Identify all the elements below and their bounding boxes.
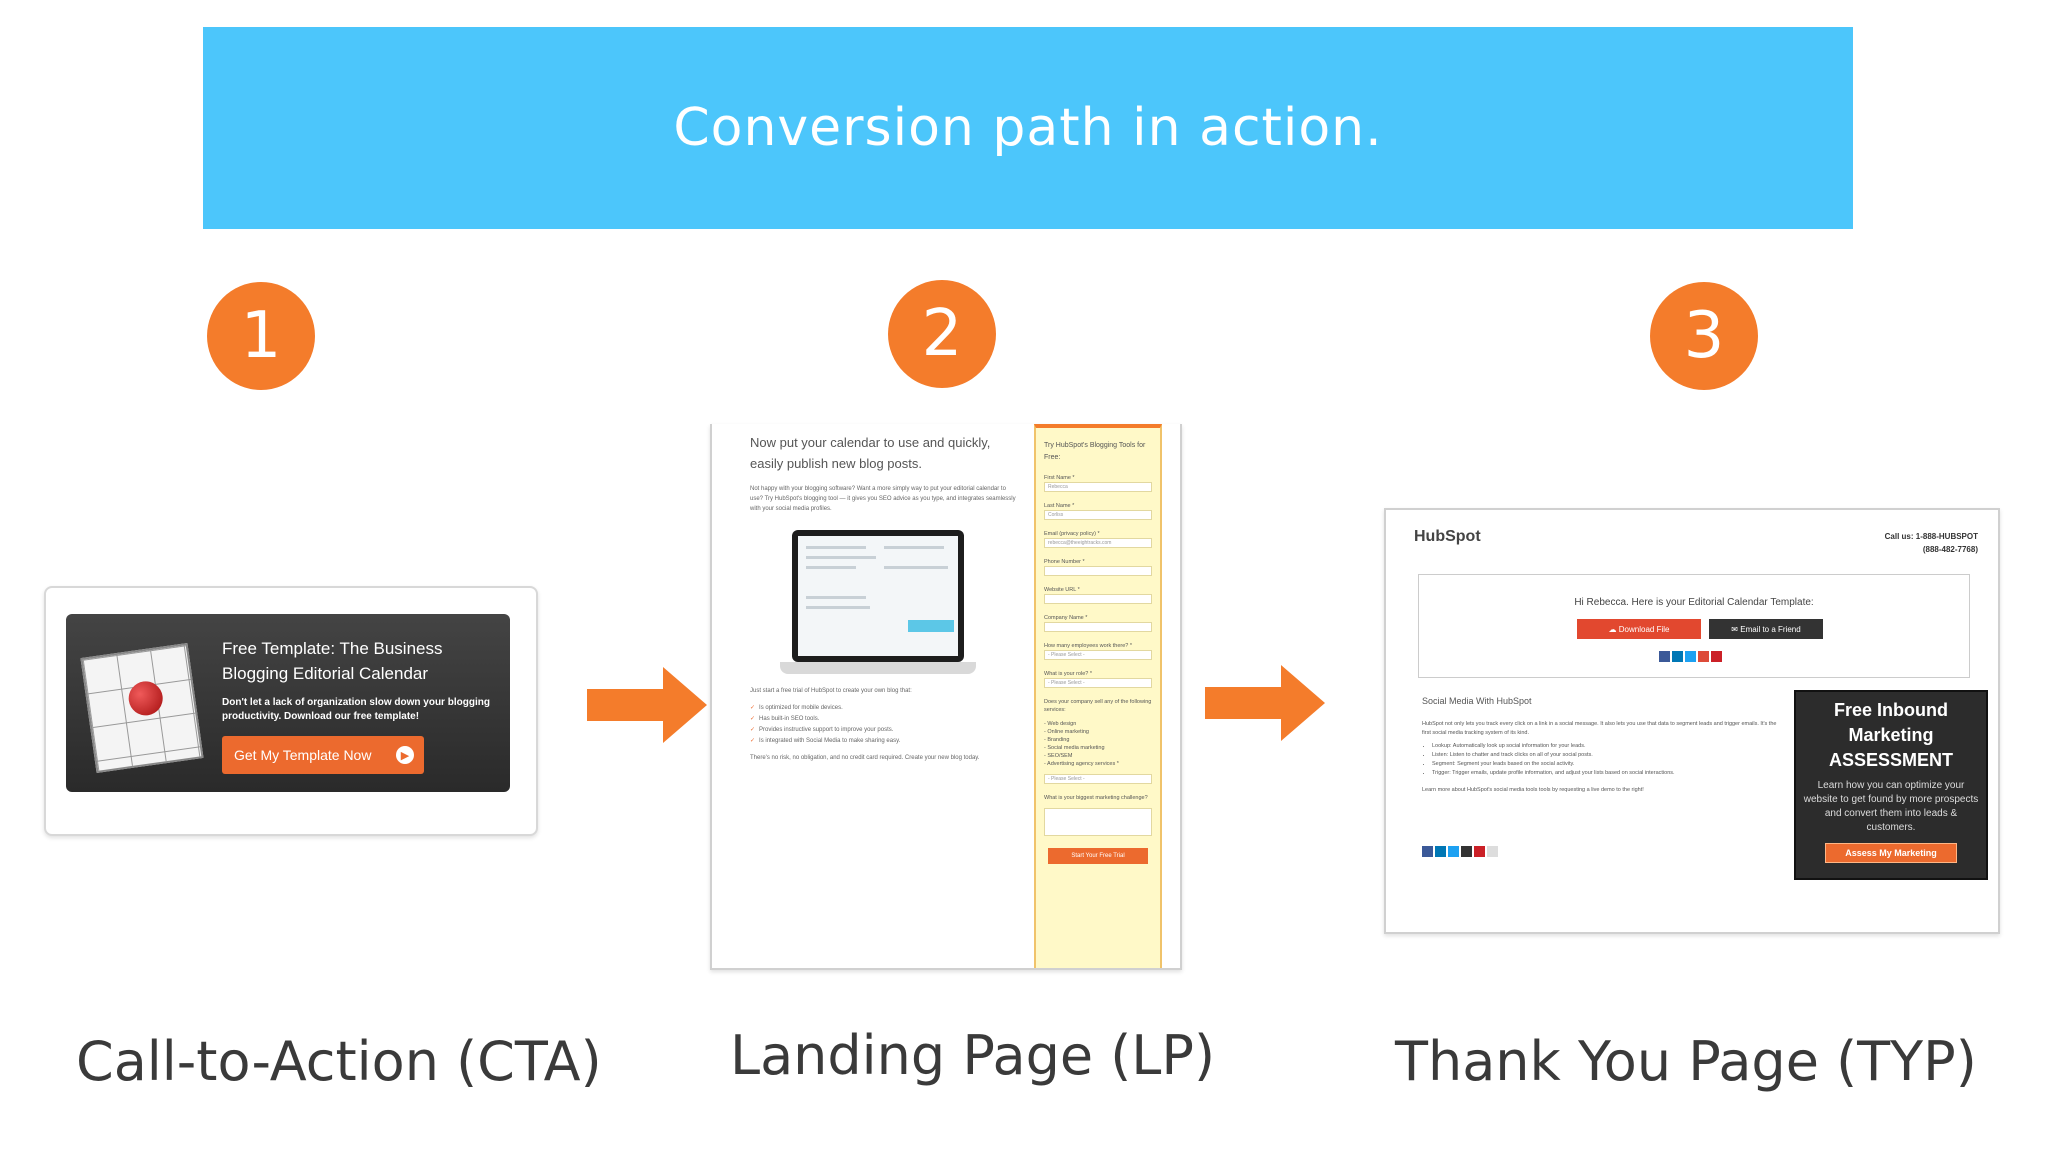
banner-title: Conversion path in action.: [673, 98, 1383, 158]
twitter-icon[interactable]: [1448, 846, 1459, 857]
lp-heading: Now put your calendar to use and quickly…: [750, 435, 991, 471]
assessment-cta: Free Inbound Marketing ASSESSMENT Learn …: [1794, 690, 1988, 880]
assessment-body: Learn how you can optimize your website …: [1803, 780, 1979, 833]
last-name-field[interactable]: Corliss: [1044, 510, 1152, 520]
step-3-caption: Thank You Page (TYP): [1395, 1030, 1977, 1093]
email-field[interactable]: rebecca@theeightracks.com: [1044, 538, 1152, 548]
thank-you-page-screenshot: HubSpot Call us: 1-888-HUBSPOT (888-482-…: [1384, 508, 2000, 934]
field-label: Last Name *: [1044, 503, 1075, 509]
step-2-badge: 2: [888, 280, 996, 388]
social-media-title: Social Media With HubSpot: [1422, 696, 1532, 706]
list-item: ✓Is integrated with Social Media to make…: [750, 738, 901, 744]
lp-closing: There's no risk, no obligation, and no c…: [750, 755, 980, 761]
social-share-icons: [1659, 651, 1722, 662]
download-file-button[interactable]: ☁ Download File: [1577, 619, 1701, 639]
download-box: Hi Rebecca. Here is your Editorial Calen…: [1418, 574, 1970, 678]
form-title: Try HubSpot's Blogging Tools for Free:: [1044, 442, 1146, 461]
arrow-right-icon: [587, 667, 707, 743]
list-item: Lookup: Automatically look up social inf…: [1432, 742, 1784, 751]
pinterest-icon[interactable]: [1711, 651, 1722, 662]
challenge-textarea[interactable]: [1044, 808, 1152, 836]
list-item: Listen: Listen to chatter and track clic…: [1432, 751, 1784, 760]
call-info: Call us: 1-888-HUBSPOT (888-482-7768): [1884, 532, 1978, 554]
facebook-icon[interactable]: [1422, 846, 1433, 857]
field-label: Website URL *: [1044, 587, 1080, 593]
role-select[interactable]: - Please Select -: [1044, 678, 1152, 688]
lp-content: Now put your calendar to use and quickly…: [750, 432, 1018, 764]
step-2-caption: Landing Page (LP): [730, 1024, 1216, 1087]
website-field[interactable]: [1044, 594, 1152, 604]
field-label: Email (privacy policy) *: [1044, 531, 1100, 537]
lp-intro: Just start a free trial of HubSpot to cr…: [750, 688, 912, 694]
field-label: What is your role? *: [1044, 671, 1092, 677]
assess-marketing-button[interactable]: Assess My Marketing: [1825, 843, 1957, 863]
lp-checklist: ✓Is optimized for mobile devices. ✓Has b…: [750, 703, 1018, 747]
greeting-text: Hi Rebecca. Here is your Editorial Calen…: [1574, 597, 1814, 608]
google-plus-icon[interactable]: [1698, 651, 1709, 662]
laptop-image: [780, 530, 976, 680]
field-label: Company Name *: [1044, 615, 1088, 621]
hubspot-logo: HubSpot: [1414, 528, 1481, 545]
assessment-title: Free Inbound Marketing ASSESSMENT: [1828, 700, 1954, 770]
cta-title: Free Template: The Business Blogging Edi…: [222, 639, 443, 683]
employees-select[interactable]: - Please Select -: [1044, 650, 1152, 660]
cta-screenshot: Free Template: The Business Blogging Edi…: [44, 586, 538, 836]
digg-icon[interactable]: [1461, 846, 1472, 857]
linkedin-icon[interactable]: [1672, 651, 1683, 662]
list-item: ✓Has built-in SEO tools.: [750, 716, 820, 722]
lp-body: Not happy with your blogging software? W…: [750, 486, 1016, 512]
first-name-field[interactable]: Rebecca: [1044, 482, 1152, 492]
landing-page-screenshot: Now put your calendar to use and quickly…: [710, 424, 1182, 970]
challenge-label: What is your biggest marketing challenge…: [1044, 795, 1148, 801]
email-friend-button[interactable]: ✉ Email to a Friend: [1709, 619, 1823, 639]
step-3-badge: 3: [1650, 282, 1758, 390]
arrow-right-icon: ▶: [396, 746, 414, 764]
services-select[interactable]: - Please Select -: [1044, 774, 1152, 784]
facebook-icon[interactable]: [1659, 651, 1670, 662]
cta-button-label: Get My Template Now: [234, 747, 372, 763]
field-label: Phone Number *: [1044, 559, 1085, 565]
cta-button[interactable]: Get My Template Now ▶: [222, 736, 424, 774]
list-item: Segment: Segment your leads based on the…: [1432, 760, 1784, 769]
list-item: ✓Is optimized for mobile devices.: [750, 705, 843, 711]
cta-subtitle: Don't let a lack of organization slow do…: [222, 697, 490, 722]
email-icon[interactable]: [1487, 846, 1498, 857]
linkedin-icon[interactable]: [1435, 846, 1446, 857]
services-label: Does your company sell any of the follow…: [1044, 699, 1152, 713]
calendar-pin-icon: [80, 643, 204, 773]
step-1-caption: Call-to-Action (CTA): [76, 1030, 602, 1093]
cta-banner: Free Template: The Business Blogging Edi…: [66, 614, 510, 792]
services-list: - Web design - Online marketing - Brandi…: [1044, 721, 1119, 767]
field-label: First Name *: [1044, 475, 1075, 481]
list-item: ✓Provides instructive support to improve…: [750, 727, 894, 733]
social-media-body: HubSpot not only lets you track every cl…: [1422, 720, 1784, 795]
phone-field[interactable]: [1044, 566, 1152, 576]
field-label: How many employees work there? *: [1044, 643, 1133, 649]
step-1-badge: 1: [207, 282, 315, 390]
list-item: Trigger: Trigger emails, update profile …: [1432, 769, 1784, 778]
pinterest-icon[interactable]: [1474, 846, 1485, 857]
lp-signup-form: Try HubSpot's Blogging Tools for Free: F…: [1034, 424, 1162, 968]
start-trial-button[interactable]: Start Your Free Trial: [1048, 848, 1148, 864]
social-share-icons: [1422, 846, 1498, 857]
company-field[interactable]: [1044, 622, 1152, 632]
title-banner: Conversion path in action.: [203, 27, 1853, 229]
arrow-right-icon: [1205, 665, 1325, 741]
twitter-icon[interactable]: [1685, 651, 1696, 662]
